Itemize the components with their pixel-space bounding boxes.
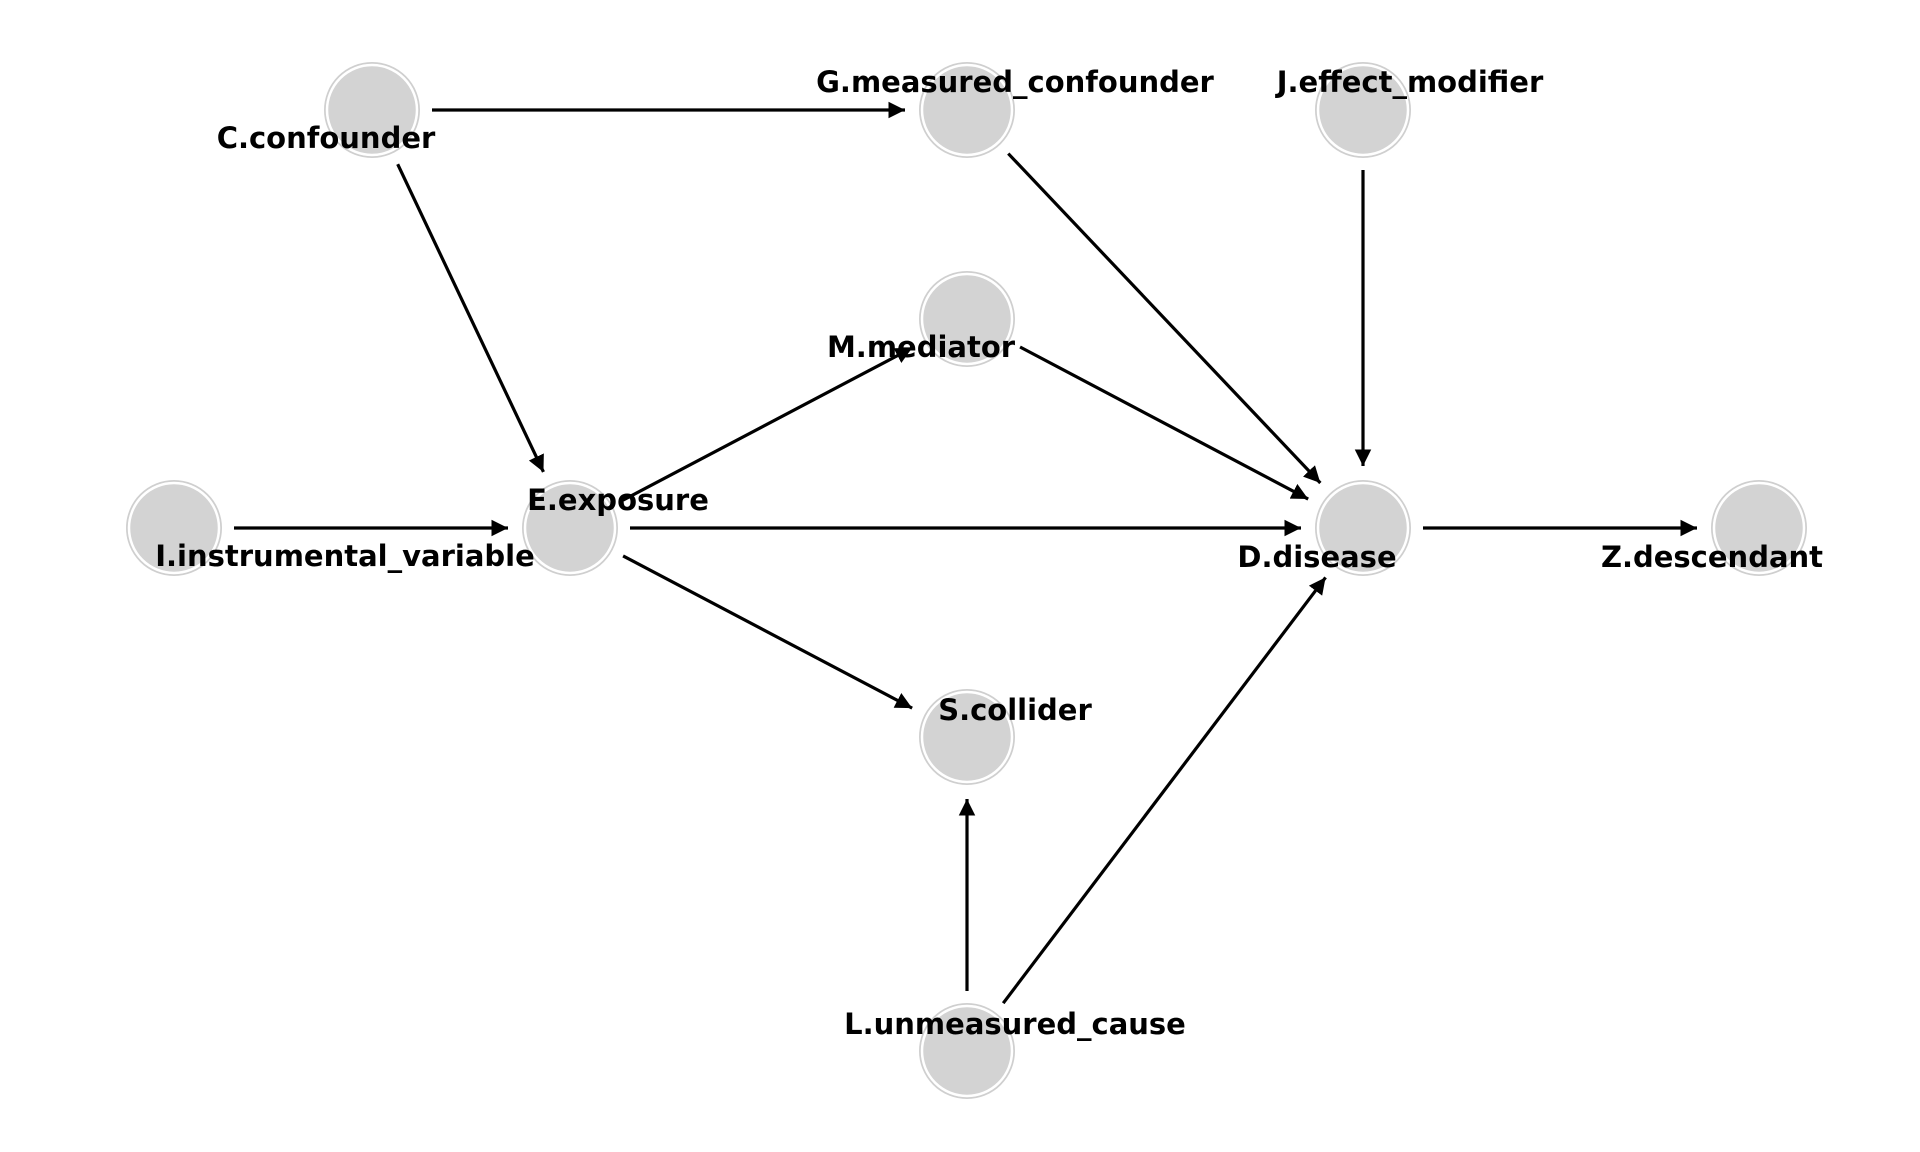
edge-e-to-m: [622, 346, 913, 502]
node-ring-c: [324, 62, 420, 158]
node-label-z: Z.descendant: [1601, 540, 1823, 574]
node-ring-m: [919, 271, 1015, 367]
node-label-d: D.disease: [1237, 540, 1396, 574]
edge-m-to-d: [1019, 345, 1309, 501]
node-ring-d: [1315, 480, 1411, 576]
node-g: [920, 63, 1014, 157]
node-label-i: I.instrumental_variable: [155, 539, 535, 573]
edge-e-to-s: [622, 554, 913, 710]
node-m: [920, 272, 1014, 366]
node-ring-i: [126, 480, 222, 576]
node-layer: [126, 62, 1807, 1099]
node-d: [1316, 481, 1410, 575]
node-label-m: M.mediator: [827, 330, 1016, 364]
node-label-e: E.exposure: [527, 483, 709, 517]
node-label-s: S.collider: [938, 693, 1092, 727]
edge-l-to-d: [1001, 576, 1327, 1005]
node-i: [127, 481, 221, 575]
edge-c-to-e: [396, 163, 545, 473]
node-label-c: C.confounder: [217, 121, 436, 155]
node-label-l: L.unmeasured_cause: [844, 1007, 1186, 1041]
node-ring-g: [919, 62, 1015, 158]
node-s: [920, 690, 1014, 784]
node-l: [920, 1004, 1014, 1098]
node-ring-z: [1711, 480, 1807, 576]
node-c: [325, 63, 419, 157]
node-j: [1316, 63, 1410, 157]
node-e: [523, 481, 617, 575]
node-ring-j: [1315, 62, 1411, 158]
node-ring-s: [919, 689, 1015, 785]
node-z: [1712, 481, 1806, 575]
node-label-j: J.effect_modifier: [1275, 65, 1544, 99]
label-layer: C.confounder G.measured_confounder J.effec…: [155, 65, 1823, 1041]
edge-layer: [234, 101, 1697, 1005]
node-ring-e: [522, 480, 618, 576]
node-ring-l: [919, 1003, 1015, 1099]
edge-g-to-d: [1007, 152, 1322, 485]
node-label-g: G.measured_confounder: [816, 65, 1214, 99]
